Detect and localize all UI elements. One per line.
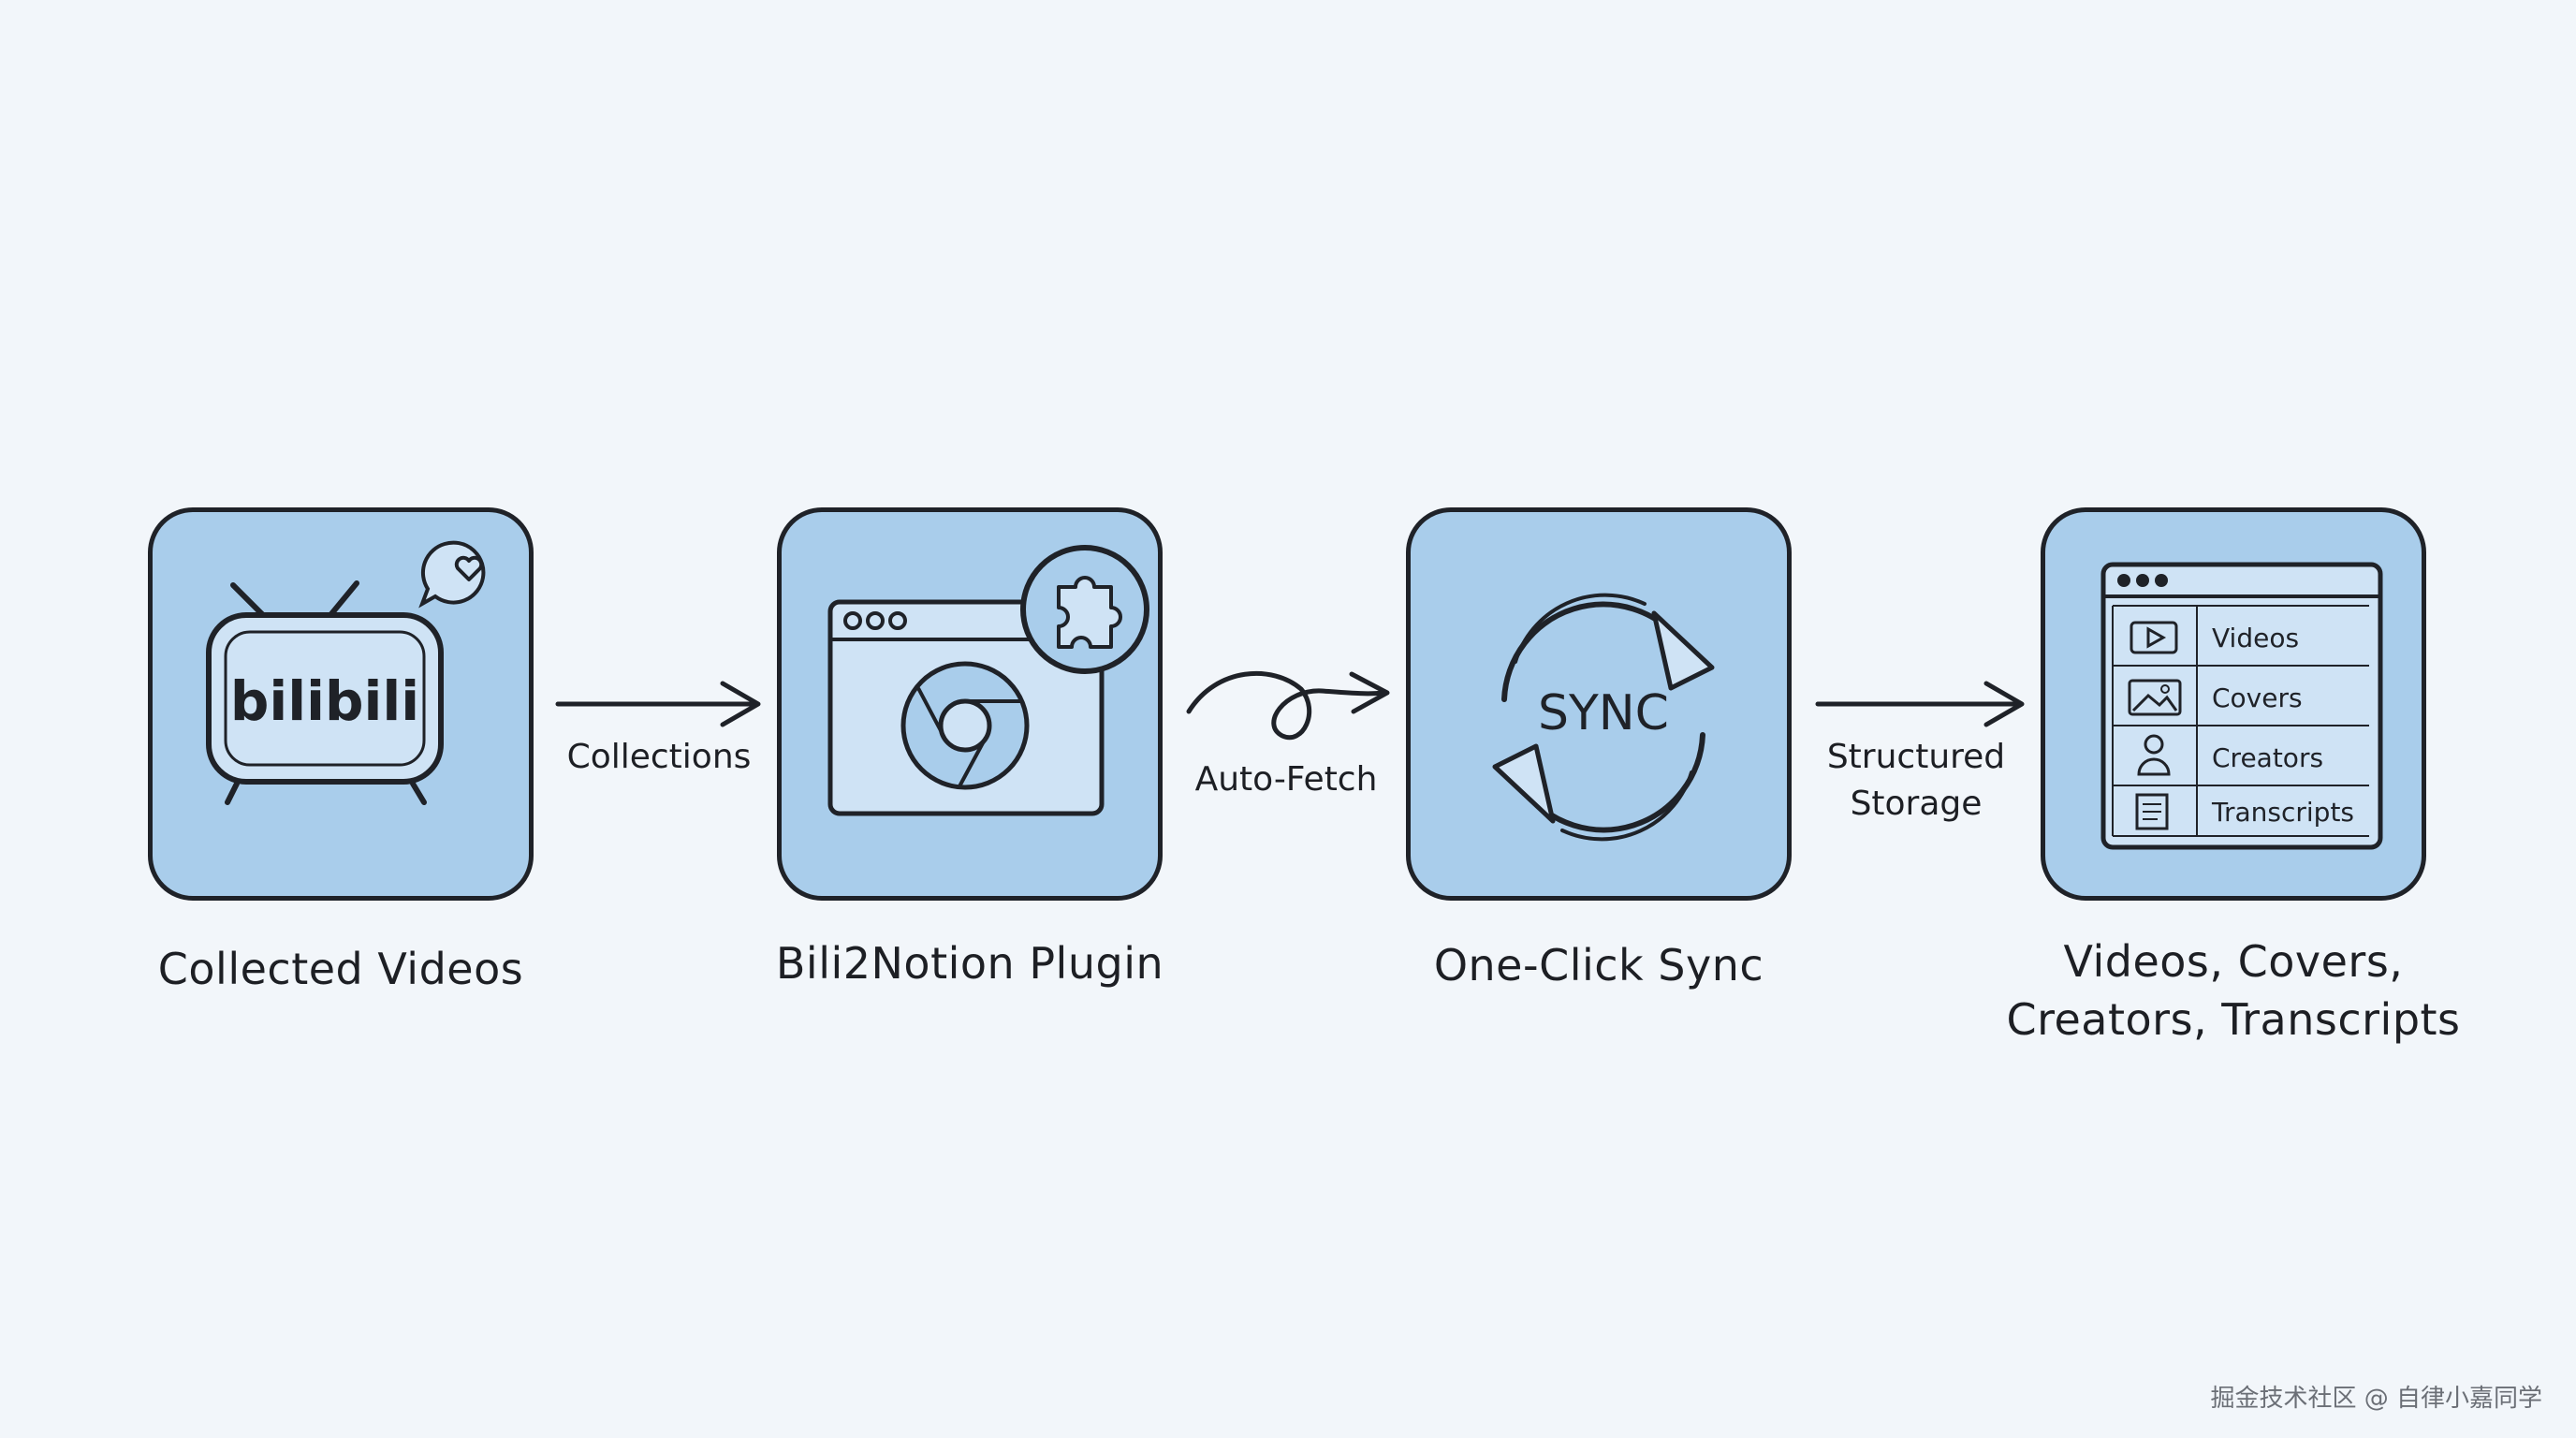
- chrome-logo-icon: [900, 661, 1030, 790]
- table-row-label: Covers: [2212, 682, 2303, 713]
- sync-label: SYNC: [1538, 685, 1669, 741]
- step-storage: Videos Covers Creators Transcripts: [2041, 507, 2426, 901]
- arrow-collections: [555, 681, 761, 727]
- sync-icon: SYNC: [1492, 593, 1715, 842]
- heart-icon: [454, 555, 484, 581]
- step-plugin: [777, 507, 1163, 901]
- step-collected-videos: bilibili: [148, 507, 534, 901]
- edge-label-structured-storage: Structured Storage: [1826, 738, 2006, 823]
- arrow-structured-storage: [1815, 681, 2025, 727]
- image-icon: [2128, 679, 2182, 716]
- step-caption: One-Click Sync: [1433, 940, 1764, 990]
- step-sync: SYNC: [1406, 507, 1792, 901]
- edge-label-collections: Collections: [566, 738, 752, 776]
- step-caption: Bili2Notion Plugin: [775, 938, 1164, 989]
- arrow-auto-fetch: [1186, 670, 1390, 741]
- table-row-label: Transcripts: [2211, 797, 2354, 828]
- play-icon: [2130, 621, 2178, 654]
- bilibili-logo: bilibili: [230, 669, 419, 733]
- database-table-icon: Videos Covers Creators Transcripts: [2100, 562, 2383, 850]
- bilibili-tv-icon: bilibili: [206, 540, 486, 805]
- table-row-label: Videos: [2212, 623, 2299, 653]
- puzzle-piece-icon: [1057, 576, 1122, 649]
- table-row-label: Creators: [2212, 742, 2323, 773]
- edge-label-auto-fetch: Auto-Fetch: [1194, 760, 1378, 799]
- person-icon: [2137, 734, 2171, 776]
- browser-extension-icon: [827, 545, 1149, 816]
- step-caption: Collected Videos: [157, 944, 524, 994]
- step-caption: Videos, Covers, Creators, Transcripts: [2006, 936, 2461, 1045]
- watermark: 掘金技术社区 @ 自律小嘉同学: [2210, 1385, 2542, 1413]
- document-icon: [2135, 793, 2169, 830]
